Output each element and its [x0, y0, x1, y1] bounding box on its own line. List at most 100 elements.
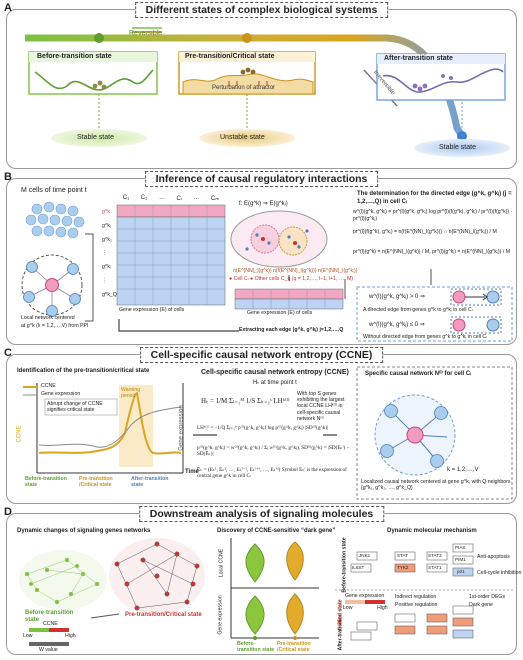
w-colorbar [29, 642, 69, 646]
stable-state-ellipse [51, 129, 147, 147]
landscape-diagram [25, 27, 510, 157]
network-before-label: Before-transition state [25, 610, 74, 623]
cell-cluster [25, 201, 85, 239]
gene-pim1: PIM1 [455, 557, 466, 562]
outcome-cell-cycle: Cell-cycle inhibition [477, 570, 522, 576]
stable-state-ellipse-2 [414, 139, 510, 157]
violin-expr-pre [286, 593, 304, 635]
state-before: Before-transition state [25, 476, 67, 488]
critical-state-dot [242, 33, 252, 43]
legend-positive: Positive regulation [395, 602, 438, 608]
panel-d-title: Downstream analysis of signaling molecul… [138, 506, 385, 522]
gene-tyk2: TYK2 [397, 565, 409, 570]
decision-box [356, 286, 513, 342]
row-header: g^k [102, 209, 110, 215]
causal-inference-diagram [21, 201, 513, 342]
negative-condition-caption: Without directed edge from genes g^k to … [363, 334, 487, 340]
positive-condition-caption: A directed edge from genes g^k to g^kⱼ i… [363, 307, 473, 313]
y-axis-left: CCNE [16, 425, 23, 443]
panel-d-letter: D [4, 506, 12, 518]
eq-lh: LHᵏ⁽ˡ⁾ = −1/Q Σⱼ₌₁ᵠ p⁽ˡ⁾(g^k, g^kⱼ) log … [197, 425, 329, 431]
specific-caption: Localized causal network centered at gen… [361, 479, 511, 492]
gene-stat1: STAT1 [428, 565, 442, 570]
reversible-label: Reversible [129, 30, 163, 37]
ccne-legend: CCNE [41, 383, 56, 389]
panel-c-letter: C [4, 347, 12, 359]
formula-pr-marginal: pr^(l)(g^k) = n(E^(NN)_l(g^k)) / M, pr^(… [353, 249, 511, 255]
negative-condition: w^(l)(g^k, g^kⱼ) ≤ 0 ⇒ [369, 322, 425, 328]
panel-b-title: Inference of causal regulatory interacti… [144, 171, 379, 187]
after-state-label: After-transition state [384, 55, 453, 62]
positive-condition: w^(l)(g^k, g^kⱼ) > 0 ⇒ [369, 294, 426, 300]
violin-ccne-before [245, 543, 265, 583]
eq-note: With top S genes exhibiting the largest … [297, 391, 345, 422]
network-critical-label: Pre-transition/Critical state [125, 612, 202, 618]
x-axis-label: Time [185, 469, 199, 475]
ccne-colorbar-label: CCNE [43, 621, 58, 627]
panel-c-title: Cell-specific causal network entropy (CC… [139, 347, 384, 363]
local-network-range: at g^k (k = 1,2,…,V) from PPI [21, 323, 89, 329]
m-cells-label: M cells of time point t [21, 187, 87, 194]
warning-label: Warning period [121, 387, 141, 399]
specific-central-node [406, 426, 424, 444]
ccne-low-label: Low [23, 633, 33, 639]
panel-a-letter: A [4, 2, 12, 14]
col-header: Cₘ [211, 196, 220, 202]
gene-stat3: STAT3 [428, 553, 442, 558]
determination-title: The determination for the directed edge … [357, 191, 512, 205]
legend-order: 1st-order DEGs [469, 594, 506, 600]
gene-stat: STAT [397, 553, 409, 558]
violin-expr-before [245, 595, 265, 635]
mechanism-before: Before-transition state [341, 537, 348, 593]
critical-network [109, 538, 205, 614]
gene-jnk1: JNK1 [359, 553, 371, 558]
panel-a: A Different states of complex biological… [4, 2, 517, 169]
mapping-function: f: E(g^k) ⇒ E(g^kⱼ) [239, 201, 288, 207]
row-header: g^kⱼ [102, 264, 111, 271]
gene-il6st: IL6ST [352, 565, 365, 570]
formula-w: w^(l)(g^k, g^kⱼ) = pr^(l)(g^k, g^kⱼ) log… [353, 209, 513, 222]
ccne-curve [38, 391, 182, 455]
directed-edge-example [450, 288, 502, 306]
dark-gene-title: Discovery of CCNE-sensitive “dark gene” [217, 528, 336, 534]
row-header: g^k₁ [102, 222, 112, 229]
legend-dark: Dark gene [469, 602, 493, 608]
stable-state-label-2: Stable state [439, 144, 476, 151]
matrix-caption: Gene expression (E) of cells [119, 307, 185, 313]
mechanism-title: Dynamic molecular mechanism [387, 528, 477, 534]
panel-a-title: Different states of complex biological s… [134, 2, 389, 18]
col-header: Cₗ [176, 196, 182, 202]
violin-y-top: Local CCNE [218, 548, 225, 578]
violin-x-before: Before-transition state [237, 641, 275, 653]
stable-state-label: Stable state [77, 134, 114, 141]
nn-terms: n(E^(NN)_l(g^k)) n(f(E^(NN)_l(g^k))) n(E… [233, 268, 358, 274]
gene-pias: PIAS [455, 545, 466, 550]
row-header: ⋮ [102, 277, 108, 284]
violin-ccne-pre [286, 541, 304, 581]
eq-p: p⁽ˡ⁾(g^k, g^kⱼ) = w⁽ˡ⁾(g^k, g^kⱼ) / Σⱼ w… [197, 445, 350, 458]
outcome-anti-apoptosis: Anti-apoptosis [477, 554, 510, 560]
no-edge-example [450, 316, 502, 334]
perturbation-label: Perturbation of attractor [212, 85, 276, 91]
identification-title: Identification of the pre-transition/cri… [17, 368, 150, 374]
panel-c: C Cell-specific causal network entropy (… [4, 347, 517, 504]
panel-b-letter: B [4, 171, 12, 183]
central-gene-node [45, 278, 59, 292]
edge-matrix-caption: Gene expression (E) of cells [247, 310, 313, 316]
abrupt-note: Abrupt change of CCNE signifies critical… [47, 401, 103, 413]
ccne-formula-subtitle: Hₜ at time point t [253, 380, 297, 386]
panel-d: D Downstream analysis of signaling molec… [4, 506, 521, 655]
warning-period-band [119, 385, 153, 467]
neighbor-nodes [23, 261, 81, 317]
before-state-dot [94, 33, 104, 43]
local-network-label: Local network centered [21, 315, 75, 321]
ccne-high-label: High [65, 633, 76, 639]
col-header: C₂ [140, 195, 148, 201]
critical-state-label: Pre-transition/Critical state [185, 53, 275, 60]
y-axis-right: Gene expression [178, 405, 185, 451]
col-header: … [158, 195, 165, 201]
panel-b: B Inference of causal regulatory interac… [4, 171, 517, 345]
expression-matrix [116, 204, 226, 306]
